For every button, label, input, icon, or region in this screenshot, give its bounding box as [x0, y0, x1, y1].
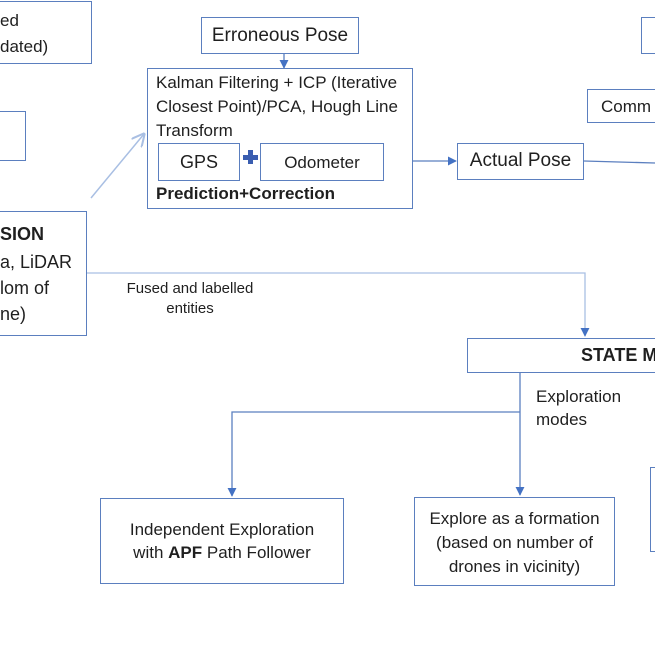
state-machine-box	[467, 338, 655, 373]
erroneous-pose-box	[201, 17, 359, 54]
fused-entities-label-line2: entities	[166, 300, 214, 317]
fusion-line1: SION	[0, 224, 45, 244]
actual-pose-label: Actual Pose	[469, 150, 572, 171]
kalman-line3: Transform	[156, 121, 233, 140]
exploration-modes-line1: Exploration	[536, 387, 622, 406]
exploration-modes-line2: modes	[536, 410, 588, 429]
formation-line3: drones in vicinity)	[448, 557, 581, 576]
fusion-line4: ne)	[0, 304, 27, 324]
kalman-line2: Closest Point)/PCA, Hough Line	[156, 97, 398, 116]
independent-line2-suffix: Path Follower	[202, 543, 311, 562]
fusion-line3: lom of	[0, 278, 50, 298]
plus-icon	[243, 150, 258, 164]
arrow-fusion-to-kalman	[90, 134, 144, 199]
top-left-box	[0, 1, 92, 64]
formation-line1: Explore as a formation	[429, 509, 600, 528]
actual-pose-box	[457, 143, 584, 180]
line-actual-to-right	[583, 160, 655, 164]
apf-label: APF	[168, 543, 203, 562]
erroneous-pose-label: Erroneous Pose	[211, 25, 349, 46]
fused-entities-label-line1: Fused and labelled	[126, 280, 254, 297]
gps-box	[158, 143, 240, 181]
state-machine-label: STATE M	[581, 345, 655, 365]
bottom-right-partial-box	[650, 467, 655, 552]
comm-label: Comm	[601, 97, 652, 116]
arrow-to-independent	[227, 411, 520, 497]
fusion-box	[0, 211, 87, 336]
arrow-fusion-to-state	[87, 272, 590, 337]
formation-line2: (based on number of	[436, 533, 593, 552]
independent-line2-prefix: with	[133, 543, 169, 562]
independent-exploration-box	[100, 498, 344, 584]
independent-line2: with APF Path Follower	[100, 541, 344, 564]
comm-box	[587, 89, 655, 123]
top-right-partial-box	[641, 17, 655, 54]
kalman-filter-box	[147, 68, 413, 209]
left-partial-box	[0, 111, 26, 161]
formation-box	[414, 497, 615, 586]
kalman-line1: Kalman Filtering + ICP (Iterative	[156, 73, 398, 92]
top-left-line2: dated)	[0, 37, 49, 56]
odometer-box	[260, 143, 384, 181]
top-left-line1: ed	[0, 11, 19, 30]
prediction-correction-label: Prediction+Correction	[156, 184, 336, 203]
odometer-label: Odometer	[284, 153, 360, 172]
gps-label: GPS	[179, 152, 218, 172]
fusion-line2: a, LiDAR	[0, 252, 73, 272]
independent-line1: Independent Exploration	[129, 520, 315, 539]
